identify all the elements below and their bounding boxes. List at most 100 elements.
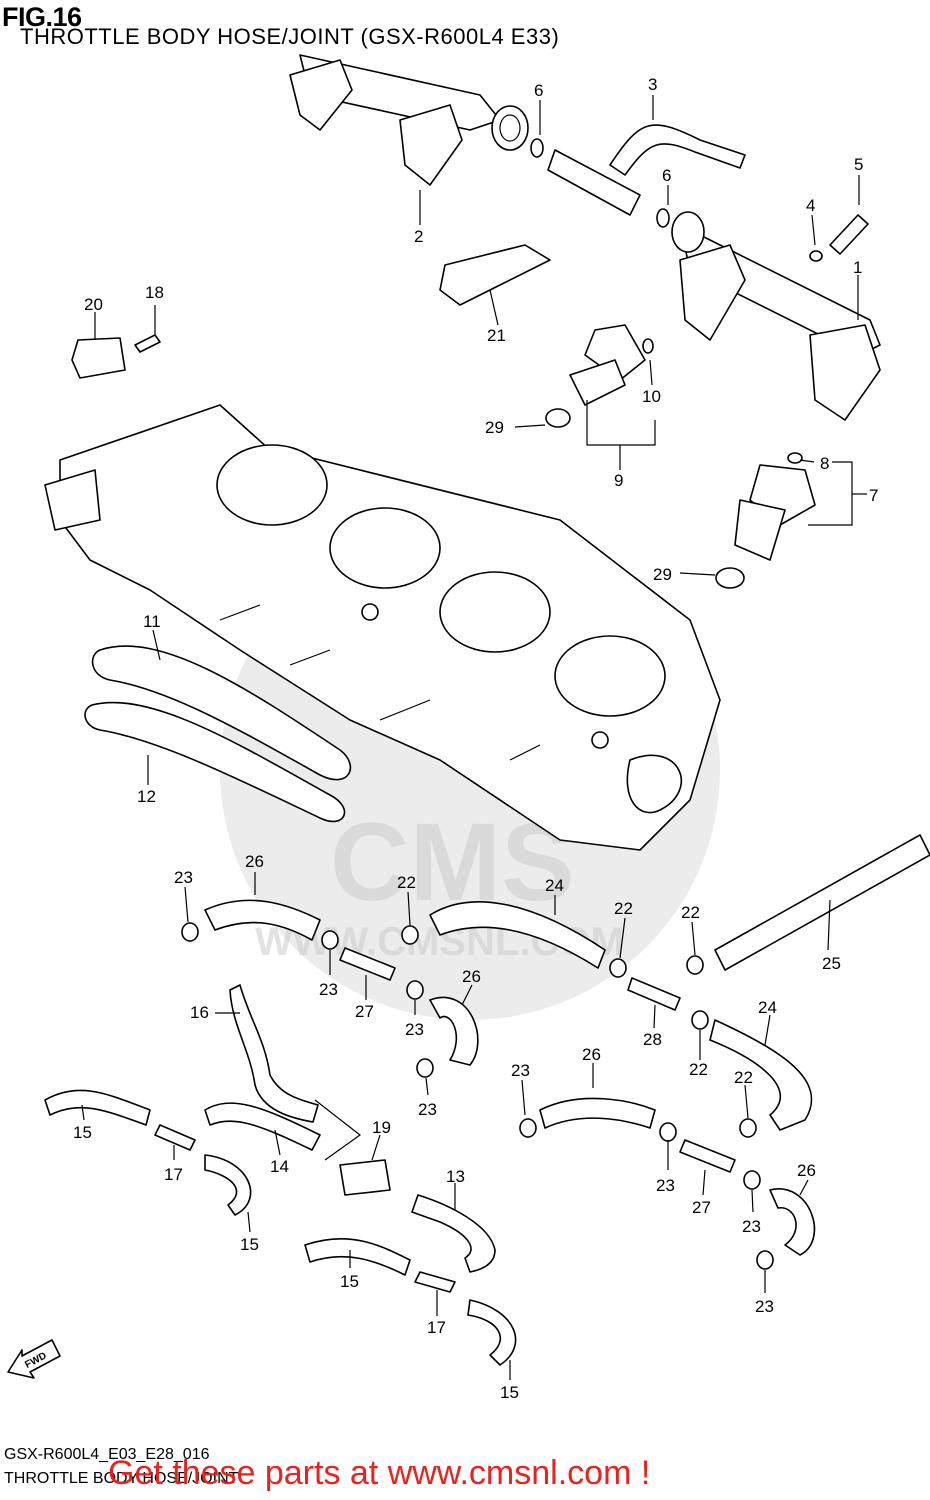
figure-title: THROTTLE BODY HOSE/JOINT (GSX-R600L4 E33… xyxy=(20,24,560,49)
callout-23-c: 23 xyxy=(405,1020,424,1039)
callout-26-b: 26 xyxy=(462,967,481,986)
clamp-23-f[interactable] xyxy=(659,1122,677,1142)
callout-1: 1 xyxy=(853,258,862,277)
hose-15-b[interactable] xyxy=(204,1154,252,1216)
hose-24-lower[interactable] xyxy=(709,1019,813,1131)
hose-15-a[interactable] xyxy=(44,1089,151,1126)
callout-25: 25 xyxy=(822,954,841,973)
callout-23-d: 23 xyxy=(418,1100,437,1119)
fuel-pipe-clamp[interactable] xyxy=(439,244,551,306)
hose-13[interactable] xyxy=(411,1194,496,1273)
o-ring-lower[interactable] xyxy=(656,208,670,228)
clamp-23-a[interactable] xyxy=(181,922,199,942)
clamp-22-d[interactable] xyxy=(691,1010,709,1030)
hose-16[interactable] xyxy=(229,984,319,1123)
callout-26-d: 26 xyxy=(797,1161,816,1180)
joint-17-b[interactable] xyxy=(414,1271,456,1293)
callout-27-b: 27 xyxy=(692,1198,711,1217)
callout-15-c: 15 xyxy=(340,1272,359,1291)
hose-26-lower[interactable] xyxy=(539,1097,656,1129)
fuel-joint-pipe[interactable] xyxy=(547,149,641,216)
hose-15-c[interactable] xyxy=(304,1238,411,1276)
callout-17-a: 17 xyxy=(164,1165,183,1184)
promo-banner: Get these parts at www.cmsnl.com ! xyxy=(108,1454,650,1493)
callout-24-a: 24 xyxy=(545,876,564,895)
fwd-arrow-icon: FWD xyxy=(7,1339,61,1379)
hose-12[interactable] xyxy=(84,701,346,823)
hose-26-mid[interactable] xyxy=(429,996,479,1066)
fuel-feed-hose[interactable] xyxy=(609,124,746,176)
figure-number: FIG.16 xyxy=(2,2,82,32)
callout-16: 16 xyxy=(190,1003,209,1022)
callout-22-d: 22 xyxy=(689,1060,708,1079)
fuel-delivery-pipe-upper[interactable] xyxy=(289,54,529,186)
callout-18: 18 xyxy=(145,283,164,302)
clamp-22-a[interactable] xyxy=(401,925,419,945)
callout-19: 19 xyxy=(372,1118,391,1137)
callout-22-a: 22 xyxy=(397,873,416,892)
callout-9: 9 xyxy=(614,471,623,490)
diagram-caption: THROTTLE BODY HOSE/JOINT xyxy=(4,1470,239,1487)
sensor[interactable] xyxy=(71,337,126,379)
hose-14[interactable] xyxy=(204,1102,321,1151)
clamp-22-e[interactable] xyxy=(739,1118,757,1138)
clamp-23-b[interactable] xyxy=(321,930,339,950)
clamp-22-b[interactable] xyxy=(609,958,627,978)
callout-26-a: 26 xyxy=(245,852,264,871)
washer[interactable] xyxy=(809,250,823,262)
callout-8: 8 xyxy=(820,454,829,473)
callout-5: 5 xyxy=(854,155,863,174)
promo-link[interactable]: Get these parts at www.cmsnl.com ! xyxy=(108,1454,651,1492)
callout-23-a: 23 xyxy=(174,868,193,887)
callout-29-a: 29 xyxy=(485,418,504,437)
callout-29-b: 29 xyxy=(653,565,672,584)
joint-17-a[interactable] xyxy=(154,1124,196,1151)
callout-23-g: 23 xyxy=(742,1217,761,1236)
callout-28: 28 xyxy=(643,1030,662,1049)
hose-24-upper[interactable] xyxy=(429,901,606,969)
callout-2: 2 xyxy=(414,227,423,246)
fuel-delivery-pipe-lower[interactable] xyxy=(671,211,881,421)
callout-23-b: 23 xyxy=(319,980,338,999)
callout-11: 11 xyxy=(143,612,161,631)
sensor-screw[interactable] xyxy=(134,334,161,353)
callout-10: 10 xyxy=(642,387,661,406)
clamp-22-c[interactable] xyxy=(686,955,704,975)
joint-27-a[interactable] xyxy=(339,947,396,981)
clamp-23-d[interactable] xyxy=(416,1058,434,1078)
clamp-23-h[interactable] xyxy=(756,1250,774,1270)
hose-15-d[interactable] xyxy=(467,1299,517,1366)
clamp-23-c[interactable] xyxy=(406,980,424,1000)
callout-7: 7 xyxy=(869,486,878,505)
callout-15-a: 15 xyxy=(73,1123,92,1142)
fuel-injector-primary[interactable] xyxy=(715,452,816,589)
joint-27-b[interactable] xyxy=(679,1139,736,1173)
callout-24-b: 24 xyxy=(758,998,777,1017)
callout-26-c: 26 xyxy=(582,1045,601,1064)
callout-14: 14 xyxy=(270,1157,289,1176)
bolt[interactable] xyxy=(829,214,869,255)
callout-22-b: 22 xyxy=(614,899,633,918)
hose-11[interactable] xyxy=(91,645,352,781)
callout-20: 20 xyxy=(84,295,103,314)
callout-23-e: 23 xyxy=(511,1061,530,1080)
hose-26-right[interactable] xyxy=(769,1188,816,1256)
clamp-23-g[interactable] xyxy=(743,1170,761,1190)
fuel-injector-secondary[interactable] xyxy=(545,324,654,428)
callout-13: 13 xyxy=(446,1167,465,1186)
callout-3: 3 xyxy=(648,75,657,94)
clamp-23-e[interactable] xyxy=(519,1118,537,1138)
callout-labels: 1 2 3 4 5 6 6 7 8 9 10 11 12 13 14 15 15… xyxy=(73,75,878,1402)
joint-28[interactable] xyxy=(627,977,681,1011)
leader-lines xyxy=(81,95,867,1380)
callout-22-e: 22 xyxy=(734,1068,753,1087)
callout-15-b: 15 xyxy=(240,1235,259,1254)
o-ring-upper[interactable] xyxy=(530,138,544,158)
callout-27-a: 27 xyxy=(355,1002,374,1021)
joint-19[interactable] xyxy=(339,1159,391,1196)
hose-26-upper[interactable] xyxy=(204,899,321,941)
hose-25[interactable] xyxy=(714,834,930,971)
callout-15-d: 15 xyxy=(500,1383,519,1402)
throttle-body-assembly xyxy=(44,404,721,851)
